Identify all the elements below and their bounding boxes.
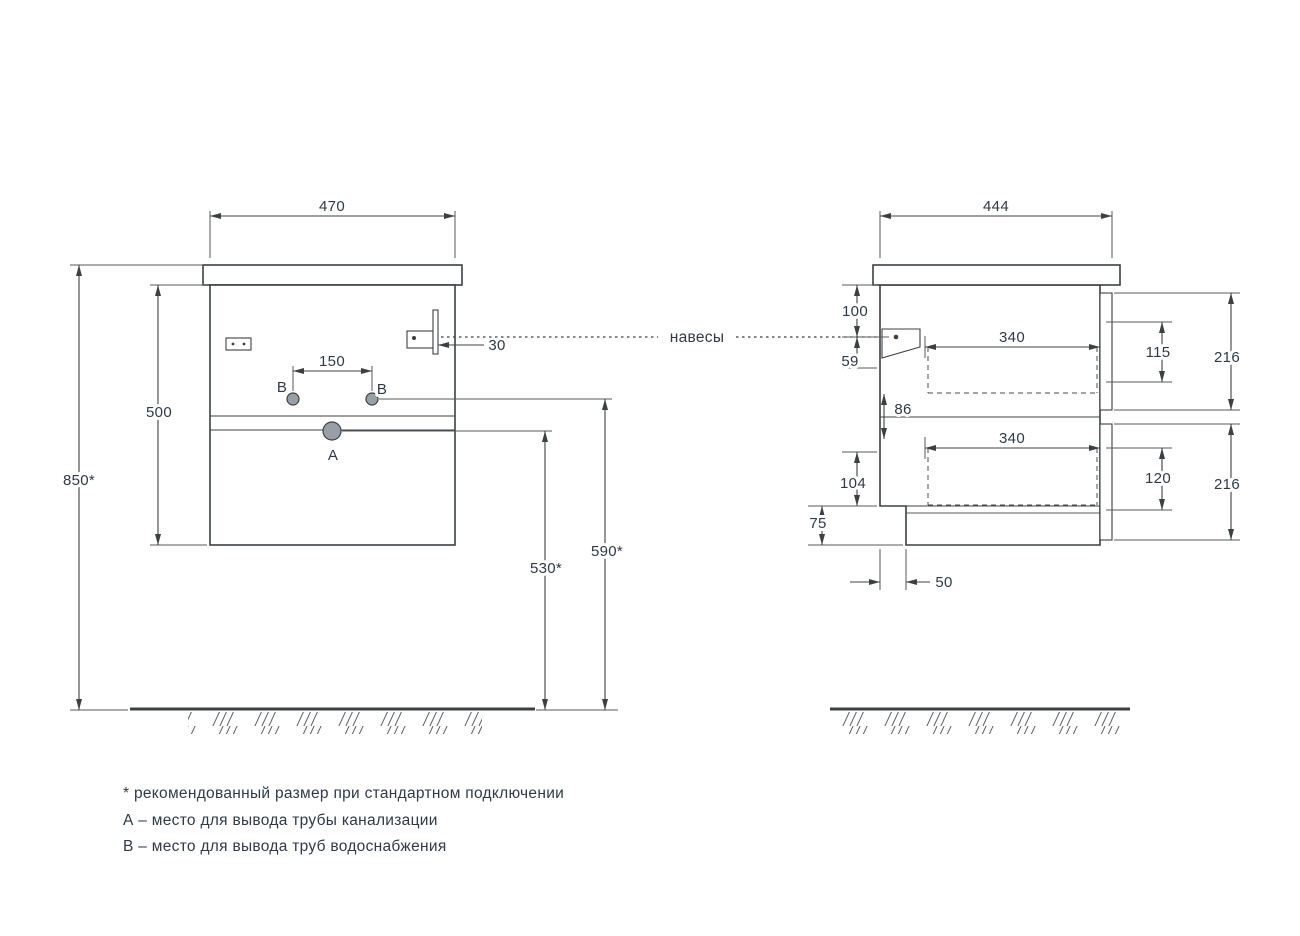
label-a: A [328, 447, 338, 464]
dim-bottom-drawer-depth: 340 [925, 427, 1100, 451]
dim-bracket-offset: 30 [438, 334, 508, 357]
dim-bracket-top-offset: 100 [839, 284, 889, 338]
dim-text-216-top: 216 [1214, 349, 1240, 366]
hangers-label: навесы [670, 329, 725, 346]
dim-plinth-height: 75 [806, 505, 903, 546]
dim-text-115: 115 [1146, 344, 1171, 361]
dim-supply-height: 590* [379, 398, 626, 711]
drawer-front-bottom [1099, 423, 1113, 541]
note-legend-b: В – место для вывода труб водоснабжения [123, 838, 447, 855]
dim-text-30: 30 [488, 337, 505, 354]
dim-text-530: 530* [530, 560, 562, 577]
label-b-left: B [277, 379, 287, 396]
dim-depth: 444 [879, 195, 1113, 258]
dim-cabinet-height: 500 [143, 284, 207, 546]
floor-hatch-right [838, 712, 1124, 734]
dim-text-444: 444 [983, 198, 1009, 215]
dim-text-150: 150 [319, 353, 345, 370]
legend-notes: * рекомендованный размер при стандартном… [123, 785, 564, 855]
note-legend-a: А – место для вывода трубы канализации [123, 812, 438, 829]
drawer-front-top [1099, 292, 1113, 411]
dim-text-850: 850* [63, 472, 95, 489]
dim-text-100: 100 [842, 303, 868, 320]
dim-total-height: 850* [60, 264, 203, 711]
dim-text-59: 59 [841, 353, 858, 370]
dim-text-340-bottom: 340 [999, 430, 1025, 447]
label-b-right: B [377, 381, 387, 398]
water-outlet-right [365, 392, 379, 406]
dim-text-86: 86 [894, 401, 911, 418]
hinge-plate-left [225, 337, 252, 351]
floor-right [830, 707, 1130, 734]
dim-top-drawer-depth: 340 [925, 326, 1100, 350]
dim-front-width: 470 [209, 195, 456, 258]
dim-text-104: 104 [840, 475, 866, 492]
hangers-callout: навесы [441, 329, 890, 346]
note-recommended: * рекомендованный размер при стандартном… [123, 785, 564, 802]
dim-back-recess: 50 [850, 549, 955, 594]
dim-drain-height: 530* [342, 430, 565, 710]
floor-hatch-left [188, 712, 482, 734]
dim-bottom-clearance: 104 [837, 451, 877, 506]
dim-top-front-height: 216 [1114, 292, 1243, 411]
dim-text-590: 590* [591, 543, 623, 560]
front-view: B B A 470 850* 500 150 [60, 195, 626, 711]
floor-left [130, 707, 535, 734]
dim-text-470: 470 [319, 198, 345, 215]
dim-text-50: 50 [935, 574, 952, 591]
dim-text-340-top: 340 [999, 329, 1025, 346]
wall-bracket [881, 328, 921, 359]
hinge-plate-right [406, 309, 439, 355]
side-countertop [872, 264, 1121, 286]
dim-text-75: 75 [809, 515, 826, 532]
drain-outlet [322, 421, 342, 441]
dim-bracket-height: 59 [838, 337, 877, 373]
front-cabinet-body [209, 284, 456, 546]
dim-bottom-drawer-inner-height: 120 [1106, 447, 1174, 511]
side-view: 444 100 59 86 340 340 [806, 195, 1243, 594]
front-countertop [202, 264, 463, 286]
dim-text-216-bottom: 216 [1214, 476, 1240, 493]
dim-holes-spacing: 150 [292, 350, 373, 391]
dim-bottom-front-height: 216 [1114, 423, 1243, 541]
dim-text-120: 120 [1145, 470, 1171, 487]
dim-drawer-gap: 86 [881, 394, 914, 439]
dim-top-drawer-inner-height: 115 [1106, 321, 1173, 383]
water-outlet-left [286, 392, 300, 406]
dim-text-500: 500 [146, 404, 172, 421]
